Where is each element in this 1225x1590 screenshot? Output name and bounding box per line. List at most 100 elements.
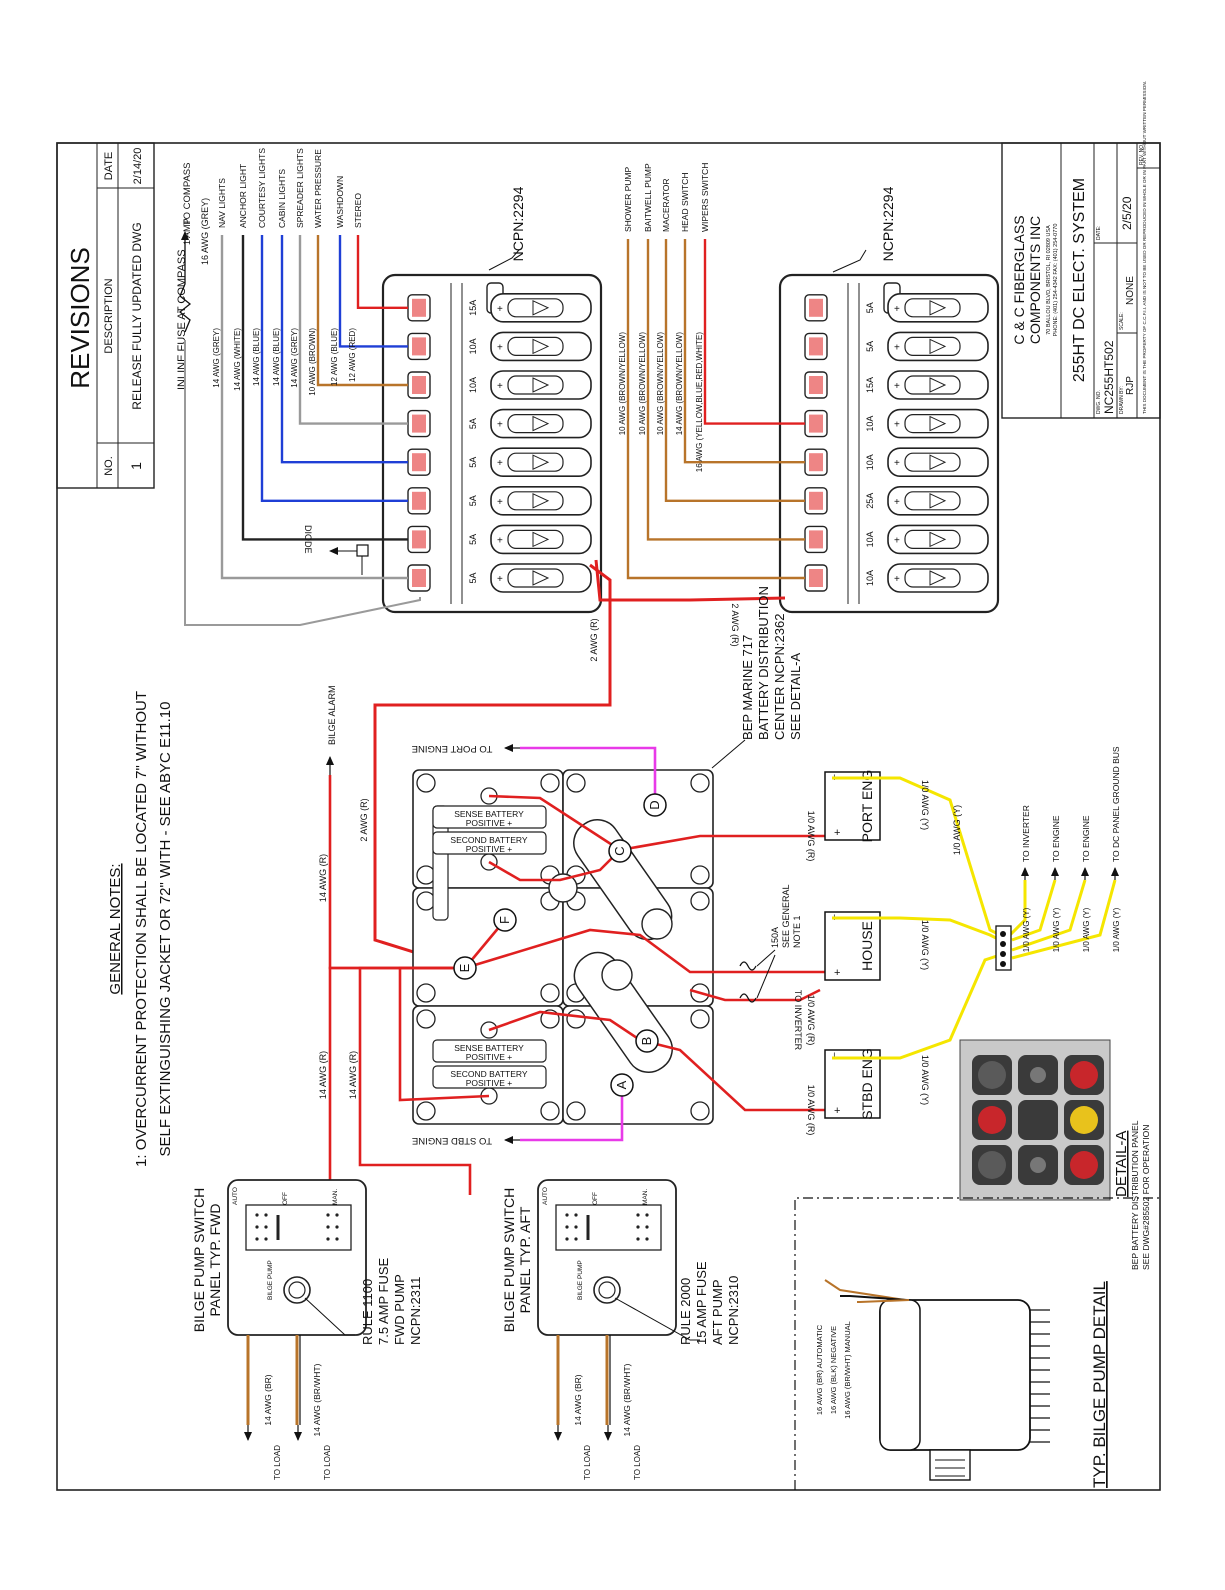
bilge-fwd-wiring: 14 AWG (BR) 14 AWG (BR/WHT) TO LOAD TO L…	[244, 1257, 423, 1480]
ground-output-destination: TO INVERTER	[1021, 805, 1031, 862]
switch-panel-2: 10A+10A+25A+10A+10A+15A+5A+5A+ NCPN:2294	[778, 186, 1000, 614]
rev-row-no: 1	[128, 462, 144, 470]
fwd-pump-line3: FWD PUMP	[392, 1274, 407, 1345]
panel1-rocker-plus: +	[497, 497, 503, 508]
dwg-no: NC255HT502	[1102, 340, 1116, 414]
panel1-rocker-plus: +	[497, 458, 503, 469]
aft-off: OFF	[592, 1192, 599, 1205]
panel1-circuit-amps: 10A	[468, 338, 478, 354]
panel2-rocker-plus: +	[894, 304, 900, 315]
dist-2awg-label: 2 AWG (R)	[359, 798, 369, 841]
panel2-circuit-wire	[664, 239, 805, 502]
panel2-circuit-label-plate	[809, 491, 823, 510]
panel1-feed-label: 2 AWG (R)	[589, 618, 599, 661]
revisions-title: REVISIONS	[65, 247, 95, 389]
sense-battery-label-bottom: SENSE BATTERY	[454, 1043, 524, 1053]
bilge-alarm-label: BILGE ALARM	[327, 685, 337, 745]
aft-title1: BILGE PUMP SWITCH	[501, 1188, 517, 1332]
dwg-no-label: DWG. NO.	[1096, 390, 1102, 414]
fwd-man: MAN.	[332, 1189, 339, 1205]
detail-a-photo	[959, 1039, 1111, 1201]
negative-wiring	[832, 776, 1117, 1060]
panel2-rocker-plus: +	[894, 458, 900, 469]
panel1-circuit-label-plate	[412, 530, 426, 549]
terminal-c: C	[612, 846, 627, 855]
bep-callout-line4: SEE DETAIL-A	[788, 652, 803, 740]
diode-label: DIODE	[303, 525, 313, 554]
panel1-circuit-amps: 5A	[468, 457, 478, 468]
panel1-circuit-amps: 5A	[468, 418, 478, 429]
panel1-circuit-amps: 5A	[468, 534, 478, 545]
panel2-circuit-amps: 5A	[865, 302, 875, 313]
panel1-circuit-label-plate	[412, 337, 426, 356]
drawing-title: 255HT DC ELECT. SYSTEM	[1071, 178, 1088, 382]
inline-fuse-label: INLINE FUSE AT COMPASS	[176, 249, 188, 390]
panel2-rocker-arrow	[929, 300, 947, 316]
rev-date-header: DATE	[103, 152, 115, 181]
panel2-feed-wire	[594, 559, 786, 602]
ground-output-destination: TO ENGINE	[1081, 815, 1091, 862]
panel2-rocker-plus: +	[894, 342, 900, 353]
bilge-aft-wiring: 14 AWG (BR) 14 AWG (BR/WHT) TO LOAD TO L…	[554, 1261, 741, 1480]
panel2-rocker-plus: +	[894, 574, 900, 585]
panel2-circuit-amps: 10A	[865, 454, 875, 470]
to-stbd-engine-label: TO STBD ENGINE	[412, 1135, 492, 1146]
sense-positive-bottom: POSITIVE +	[466, 1052, 513, 1062]
rev-no-label: REV. NO.	[1139, 144, 1145, 166]
panel1-circuit-amps: 5A	[468, 572, 478, 583]
general-notes: GENERAL NOTES: 1: OVERCURRENT PROTECTION…	[107, 691, 174, 1167]
panel1-rocker-arrow	[532, 570, 550, 586]
fwd-off: OFF	[282, 1192, 289, 1205]
pump-wire-man: 16 AWG (BR/WHT) MANUAL	[843, 1321, 852, 1419]
panel2-circuit-wire	[683, 239, 805, 464]
fuse-amp-label: 1 AMP	[182, 218, 192, 245]
fwd-title1: BILGE PUMP SWITCH	[191, 1188, 207, 1332]
fuse-150a: 150A	[770, 927, 780, 948]
ground-output-wire: 1/0 AWG (Y)	[1082, 907, 1091, 952]
panel2-circuit-wire	[626, 239, 805, 580]
panel1-circuit-wire-label: 14 AWG (GREY)	[290, 328, 299, 388]
battery-port	[824, 771, 881, 841]
bep-callout: BEP MARINE 717 BATTERY DISTRIBUTION CENT…	[711, 586, 803, 769]
detail-a-caption: DETAIL-A BEP BATTERY DISTRIBUTION PANEL …	[1113, 1120, 1151, 1270]
date-label: DATE:	[1096, 226, 1102, 240]
panel2-circuit-load: WIPERS SWITCH	[700, 163, 710, 232]
sheet-border	[56, 142, 1161, 1491]
panel2-rocker-plus: +	[894, 535, 900, 546]
panel2-circuit-wire-label: 16 AWG (YELLOW,BLUE,RED,WHITE)	[695, 332, 704, 473]
inverter-pos-wire-label: 1/0 AWG (R)	[806, 995, 816, 1046]
panel2-circuit-label-plate	[809, 530, 823, 549]
battery-house	[824, 911, 881, 981]
batteries: PORT ENG HOUSE STBD ENG – + – + – +	[824, 770, 881, 1120]
panel1-rocker-arrow	[532, 454, 550, 470]
panel2-circuit-label-plate	[809, 337, 823, 356]
panel2-circuit-amps: 25A	[865, 493, 875, 509]
fwd-bilge-pump: BILGE PUMP	[267, 1260, 274, 1300]
sense-second-labels: SENSE BATTERY POSITIVE + SECOND BATTERY …	[432, 805, 547, 1089]
panel1-rocker-arrow	[532, 377, 550, 393]
panel1-circuit-amps: 5A	[468, 495, 478, 506]
aft-title2: PANEL TYP. AFT	[517, 1206, 533, 1313]
sense-battery-label-top: SENSE BATTERY	[454, 809, 524, 819]
panel1-circuit-wire-label: 14 AWG (WHITE)	[233, 328, 242, 391]
panel1-circuit-wire-label: 10 AWG (BROWN)	[308, 328, 317, 396]
panel2-rocker-arrow	[929, 570, 947, 586]
panel1-circuit-wire	[316, 235, 408, 387]
panel1-circuit-label-plate	[412, 453, 426, 472]
detail-a-sub1: BEP BATTERY DISTRIBUTION PANEL	[1130, 1120, 1140, 1270]
compass-circuit: INLINE FUSE AT COMPASS 1 AMP 16 AWG (GRE…	[176, 163, 421, 626]
panel1-rocker-plus: +	[497, 342, 503, 353]
panel2-rocker-plus: +	[894, 497, 900, 508]
to-compass-label: TO COMPASS	[182, 163, 193, 225]
sense-positive-top: POSITIVE +	[466, 818, 513, 828]
panel2-circuit-wire-label: 14 AWG (BROWN/YELLOW)	[675, 332, 684, 436]
pump-wire-auto: 16 AWG (BR) AUTOMATIC	[815, 1324, 824, 1415]
second-battery-label-top: SECOND BATTERY	[450, 835, 527, 845]
panel2-rocker-arrow	[929, 338, 947, 355]
main-fuses: 150A SEE GENERAL NOTE 1	[739, 884, 802, 1003]
panel1-circuit-label-plate	[412, 376, 426, 394]
panel1-rocker-arrow	[532, 338, 550, 355]
